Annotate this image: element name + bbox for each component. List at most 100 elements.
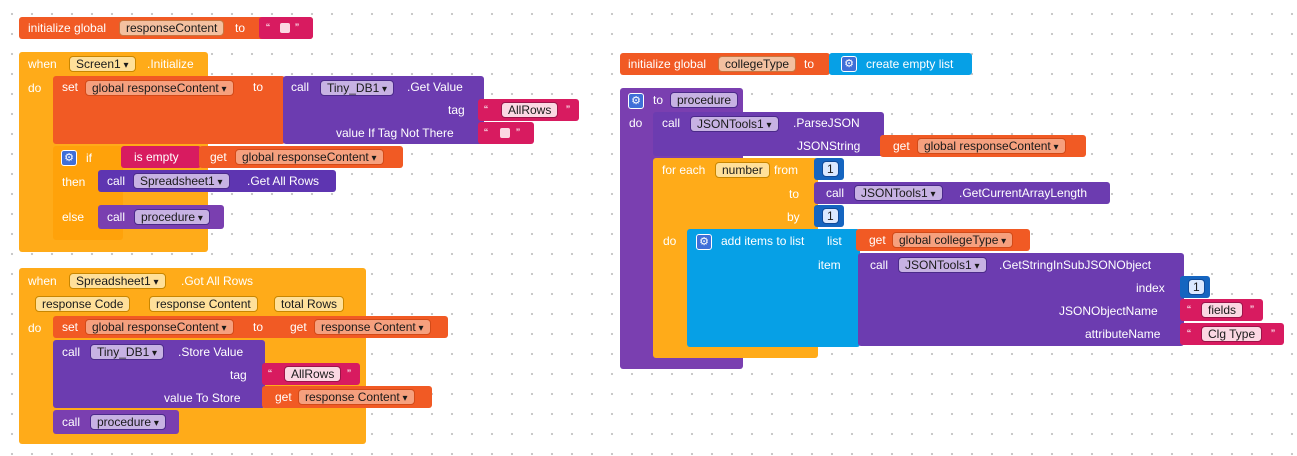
then-label: then [62, 175, 86, 189]
get-global-collegetype-block[interactable]: get global collegeType [856, 229, 1030, 251]
call-label: call [107, 210, 126, 224]
get-param-dropdown[interactable]: response Content [314, 319, 431, 335]
init-label: initialize global [628, 57, 707, 71]
quote-open: “ [268, 367, 272, 381]
jsontools-dropdown[interactable]: JSONTools1 [690, 116, 779, 132]
empty-text-block[interactable]: “ ” [259, 17, 313, 39]
get-response-content-block-2[interactable]: get response Content [262, 386, 432, 408]
quote-close: ” [1271, 327, 1275, 341]
tag-string-block-2[interactable]: “ AllRows ” [262, 363, 360, 385]
tinydb-getvalue-block[interactable]: call Tiny_DB1 .Get Value tag value If Ta… [283, 76, 484, 144]
spreadsheet-getallrows-block[interactable]: call Spreadsheet1 .Get All Rows [98, 170, 336, 192]
param-response-code[interactable]: response Code [35, 296, 131, 312]
tag-string-field[interactable]: AllRows [501, 102, 559, 118]
tag-string-field[interactable]: AllRows [284, 366, 342, 382]
tag-string-block[interactable]: “ AllRows ” [478, 99, 579, 121]
when-label: when [28, 274, 57, 288]
procedure-dropdown[interactable]: procedure [90, 414, 166, 430]
quote-open: “ [484, 103, 488, 117]
gear-icon[interactable]: ⚙ [61, 150, 77, 166]
clgtype-string-block[interactable]: “ Clg Type ” [1180, 323, 1284, 345]
index-number-field[interactable]: 1 [1188, 279, 1205, 295]
get-var-dropdown[interactable]: global responseContent [917, 138, 1066, 154]
tinydb-storevalue-block[interactable]: call Tiny_DB1 .Store Value tag value To … [53, 340, 265, 408]
get-var-dropdown[interactable]: global responseContent [235, 149, 384, 165]
do-label: do [28, 81, 42, 95]
if-label: if [86, 151, 92, 165]
when-label: when [28, 57, 57, 71]
clgtype-string-field[interactable]: Clg Type [1201, 326, 1263, 342]
parse-json-label: .ParseJSON [793, 116, 860, 130]
tinydb-dropdown[interactable]: Tiny_DB1 [320, 80, 395, 96]
value-if-tag-not-there-label: value If Tag Not There [336, 126, 454, 140]
call-procedure-block[interactable]: call procedure [98, 205, 224, 229]
var-name-field[interactable]: collegeType [718, 56, 797, 72]
by-label: by [787, 210, 800, 224]
gear-icon[interactable]: ⚙ [696, 234, 712, 250]
screen1-dropdown[interactable]: Screen1 [69, 56, 136, 72]
tinydb-dropdown[interactable]: Tiny_DB1 [90, 344, 165, 360]
loop-var-field[interactable]: number [715, 162, 770, 178]
value-to-store-label: value To Store [164, 391, 241, 405]
quote-close: ” [295, 21, 299, 35]
spreadsheet-dropdown[interactable]: Spreadsheet1 [69, 273, 166, 289]
by-number-field[interactable]: 1 [822, 208, 839, 224]
empty-string-field[interactable] [280, 23, 290, 33]
get-response-content-block[interactable]: get response Content [280, 316, 448, 338]
add-items-to-list-block[interactable]: ⚙ add items to list list item [687, 229, 860, 347]
jsontools-getstring-block[interactable]: call JSONTools1 .GetStringInSubJSONObjec… [858, 253, 1184, 346]
jsontools-getlength-block[interactable]: call JSONTools1 .GetCurrentArrayLength [814, 182, 1110, 204]
param-response-content[interactable]: response Content [149, 296, 258, 312]
get-label: get [210, 150, 227, 164]
default-string-block[interactable]: “ ” [478, 122, 534, 144]
is-empty-block[interactable]: is empty [121, 146, 201, 168]
attribute-name-label: attributeName [1085, 327, 1161, 341]
gear-icon[interactable]: ⚙ [841, 56, 857, 72]
spreadsheet-dropdown[interactable]: Spreadsheet1 [133, 173, 230, 189]
to-label: to [653, 93, 664, 107]
jsontools-dropdown[interactable]: JSONTools1 [898, 257, 987, 273]
store-value-label: .Store Value [178, 345, 244, 359]
to-label: to [235, 21, 246, 35]
to-label: to [789, 187, 800, 201]
empty-string-field[interactable] [500, 128, 510, 138]
index-number-block[interactable]: 1 [1180, 276, 1210, 298]
get-param-dropdown[interactable]: response Content [298, 389, 415, 405]
get-global-responsecontent-block-3[interactable]: get global responseContent [880, 135, 1086, 157]
set-var-dropdown[interactable]: global responseContent [85, 319, 234, 335]
create-empty-list-block[interactable]: ⚙ create empty list [829, 53, 972, 75]
is-empty-label: is empty [134, 150, 179, 164]
procedure-dropdown[interactable]: procedure [134, 209, 210, 225]
get-string-label: .GetStringInSubJSONObject [999, 258, 1152, 272]
procedure-name-field[interactable]: procedure [670, 92, 739, 108]
quote-close: ” [347, 367, 351, 381]
quote-open: “ [1187, 327, 1191, 341]
index-label: index [1136, 281, 1165, 295]
quote-close: ” [1250, 303, 1254, 317]
get-var-dropdown[interactable]: global collegeType [892, 232, 1014, 248]
var-name-field[interactable]: responseContent [119, 20, 225, 36]
init-global-collegetype-block[interactable]: initialize global collegeType to [620, 53, 830, 75]
from-number-block[interactable]: 1 [814, 158, 844, 180]
by-number-block[interactable]: 1 [814, 205, 844, 227]
gear-icon[interactable]: ⚙ [628, 93, 644, 109]
set-label: set [62, 320, 79, 334]
set-var-dropdown[interactable]: global responseContent [85, 80, 234, 96]
init-label: initialize global [28, 21, 107, 35]
quote-open: “ [484, 126, 488, 140]
call-procedure-block-2[interactable]: call procedure [53, 410, 179, 434]
from-number-field[interactable]: 1 [822, 161, 839, 177]
add-items-label: add items to list [721, 234, 805, 248]
set-global-responsecontent-block-2[interactable]: set global responseContent to [53, 316, 285, 338]
else-label: else [62, 210, 85, 224]
jsontools-parsejson-block[interactable]: call JSONTools1 .ParseJSON JSONString [653, 112, 884, 156]
init-global-responsecontent-block[interactable]: initialize global responseContent to “ ” [19, 17, 313, 39]
fields-string-block[interactable]: “ fields ” [1180, 299, 1263, 321]
for-each-label: for each [662, 163, 706, 177]
get-global-responsecontent-block[interactable]: get global responseContent [199, 146, 403, 168]
jsontools-dropdown[interactable]: JSONTools1 [854, 185, 943, 201]
fields-string-field[interactable]: fields [1201, 302, 1244, 318]
param-total-rows[interactable]: total Rows [274, 296, 345, 312]
do-label: do [663, 234, 677, 248]
set-global-responsecontent-block[interactable]: set global responseContent to [53, 76, 285, 144]
